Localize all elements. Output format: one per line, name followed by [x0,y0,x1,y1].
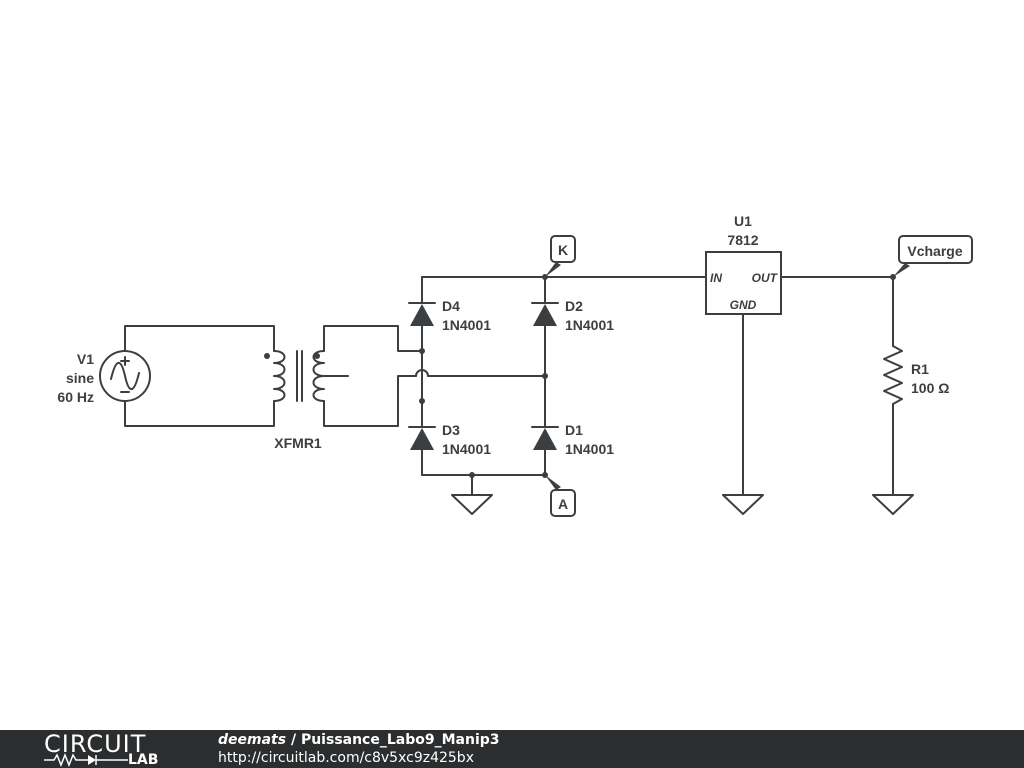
bridge-wires [421,276,706,476]
diode-d3-part: 1N4001 [442,441,491,457]
resistor-name: R1 [911,361,929,377]
footer-bar: CIRCUIT LAB deemats / Puissance_Labo9_Ma… [0,730,1024,768]
probe-k[interactable]: K [545,235,576,277]
probe-a[interactable]: A [545,475,576,517]
diode-d4-part: 1N4001 [442,317,491,333]
circuit-meta-title: deemats / Puissance_Labo9_Manip3 [218,732,500,748]
diode-d2-name: D2 [565,298,583,314]
diode-d4-symbol [408,302,436,326]
transformer-xfmr1 [264,350,325,402]
circuit-url[interactable]: http://circuitlab.com/c8v5xc9z425bx [218,750,474,766]
source-freq-label: 60 Hz [57,389,94,405]
probe-vcharge[interactable]: Vcharge [893,235,973,277]
probe-a-label: A [558,496,568,512]
logo-circuit-wave-icon [44,753,128,767]
source-type-label: sine [66,370,94,386]
probe-vcharge-label: Vcharge [907,243,962,259]
voltage-source-v1 [99,350,151,402]
diode-d4-name: D4 [442,298,460,314]
diode-d2-part: 1N4001 [565,317,614,333]
secondary-wires [323,325,546,427]
diode-d3-symbol [408,426,436,450]
output-wires [780,276,914,515]
source-name-label: V1 [77,351,94,367]
diode-d2-symbol [531,302,559,326]
regulator-part: 7812 [727,232,758,248]
circuitlab-logo-text[interactable]: CIRCUIT [44,730,147,758]
regulator-u1 [705,251,782,315]
probe-k-label: K [558,242,568,258]
title-separator: / [286,732,301,748]
resistor-value: 100 Ω [911,380,949,396]
regulator-gnd-wire [722,313,764,515]
regulator-pin-out: OUT [752,271,779,285]
circuitlab-logo-sub: LAB [128,752,159,768]
author-link[interactable]: deemats [218,732,287,748]
diode-d1-part: 1N4001 [565,441,614,457]
transformer-name-label: XFMR1 [274,435,322,451]
circuit-schematic: V1 sine 60 Hz XFMR1 [57,213,973,517]
diode-d1-name: D1 [565,422,583,438]
circuit-title[interactable]: Puissance_Labo9_Manip3 [300,732,500,748]
diode-d1-symbol [531,426,559,450]
regulator-pin-gnd: GND [730,298,757,312]
regulator-name: U1 [734,213,752,229]
diode-d3-name: D3 [442,422,460,438]
regulator-pin-in: IN [710,271,722,285]
primary-wires [124,325,275,427]
ground-symbol-bridge [451,474,493,515]
